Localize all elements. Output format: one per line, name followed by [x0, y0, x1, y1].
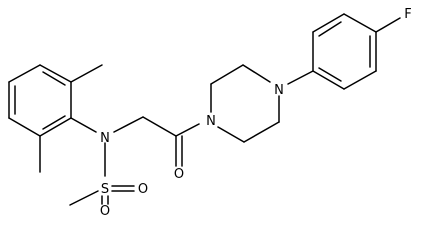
- ch2-carbonyl-bond: [142, 116, 177, 137]
- carbonyl-npip-bond: [175, 123, 200, 137]
- atom-n-piperazine-left: N: [206, 114, 216, 129]
- c-f-bond: [375, 17, 401, 33]
- structure-diagram: N N N S O O O F: [8, 7, 412, 219]
- methyl-top-bond: [70, 64, 103, 83]
- atom-o-carbonyl: O: [174, 167, 184, 182]
- atom-n-amide: N: [100, 131, 110, 146]
- npip-aryl-bond: [287, 70, 314, 85]
- n-ch2-bond: [113, 116, 144, 133]
- fluorophenyl-ring: [312, 13, 377, 90]
- atom-s: S: [101, 182, 109, 197]
- aryl-n-bond: [70, 117, 97, 133]
- atom-n-piperazine-right: N: [274, 83, 284, 98]
- molecule-drawing: N N N S O O O F: [8, 7, 412, 219]
- s-methyl-bond: [69, 190, 99, 206]
- piperazine-ring: [210, 64, 280, 143]
- atom-f: F: [404, 7, 411, 22]
- dimethylphenyl-ring: [8, 64, 72, 137]
- atom-o-sulfonyl-upper: O: [138, 182, 148, 197]
- atom-o-sulfonyl-lower: O: [100, 204, 110, 219]
